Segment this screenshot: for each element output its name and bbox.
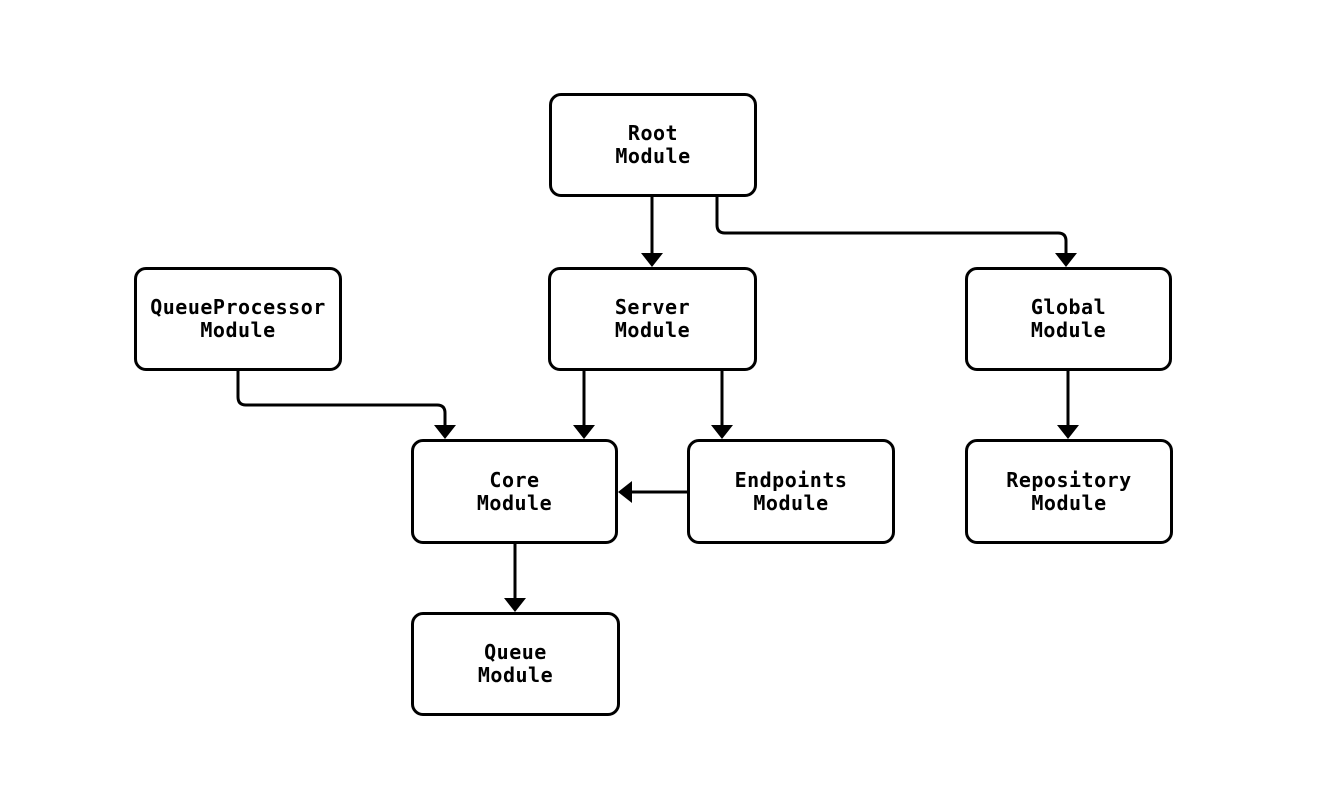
node-root-module: Root Module: [549, 93, 757, 197]
node-label: Queue Module: [477, 640, 554, 687]
node-queue-module: Queue Module: [411, 612, 620, 716]
node-server-module: Server Module: [548, 267, 757, 371]
edge-root-to-global: [715, 195, 1068, 255]
arrowhead-server-to-endpoints: [711, 425, 733, 439]
arrowhead-root-to-server: [641, 253, 663, 267]
node-core-module: Core Module: [411, 439, 618, 544]
arrowhead-endpoints-to-core: [618, 481, 632, 503]
node-label: Server Module: [614, 295, 691, 342]
arrowhead-global-to-repository: [1057, 425, 1079, 439]
arrowhead-queueprocessor-to-core: [434, 425, 456, 439]
arrowhead-server-to-core: [573, 425, 595, 439]
node-label: Endpoints Module: [734, 467, 848, 515]
node-label: Core Module: [476, 467, 553, 515]
node-repository-module: Repository Module: [965, 439, 1173, 544]
node-label: Repository Module: [1006, 467, 1132, 515]
node-global-module: Global Module: [965, 267, 1172, 371]
node-queueprocessor-module: QueueProcessor Module: [134, 267, 342, 371]
node-label: Root Module: [615, 121, 691, 168]
arrowhead-core-to-queue: [504, 598, 526, 612]
node-label: QueueProcessor Module: [150, 295, 326, 342]
node-label: Global Module: [1030, 295, 1107, 342]
arrowhead-root-to-global: [1055, 253, 1077, 267]
edge-queueprocessor-to-core: [236, 369, 447, 427]
node-endpoints-module: Endpoints Module: [687, 439, 895, 544]
